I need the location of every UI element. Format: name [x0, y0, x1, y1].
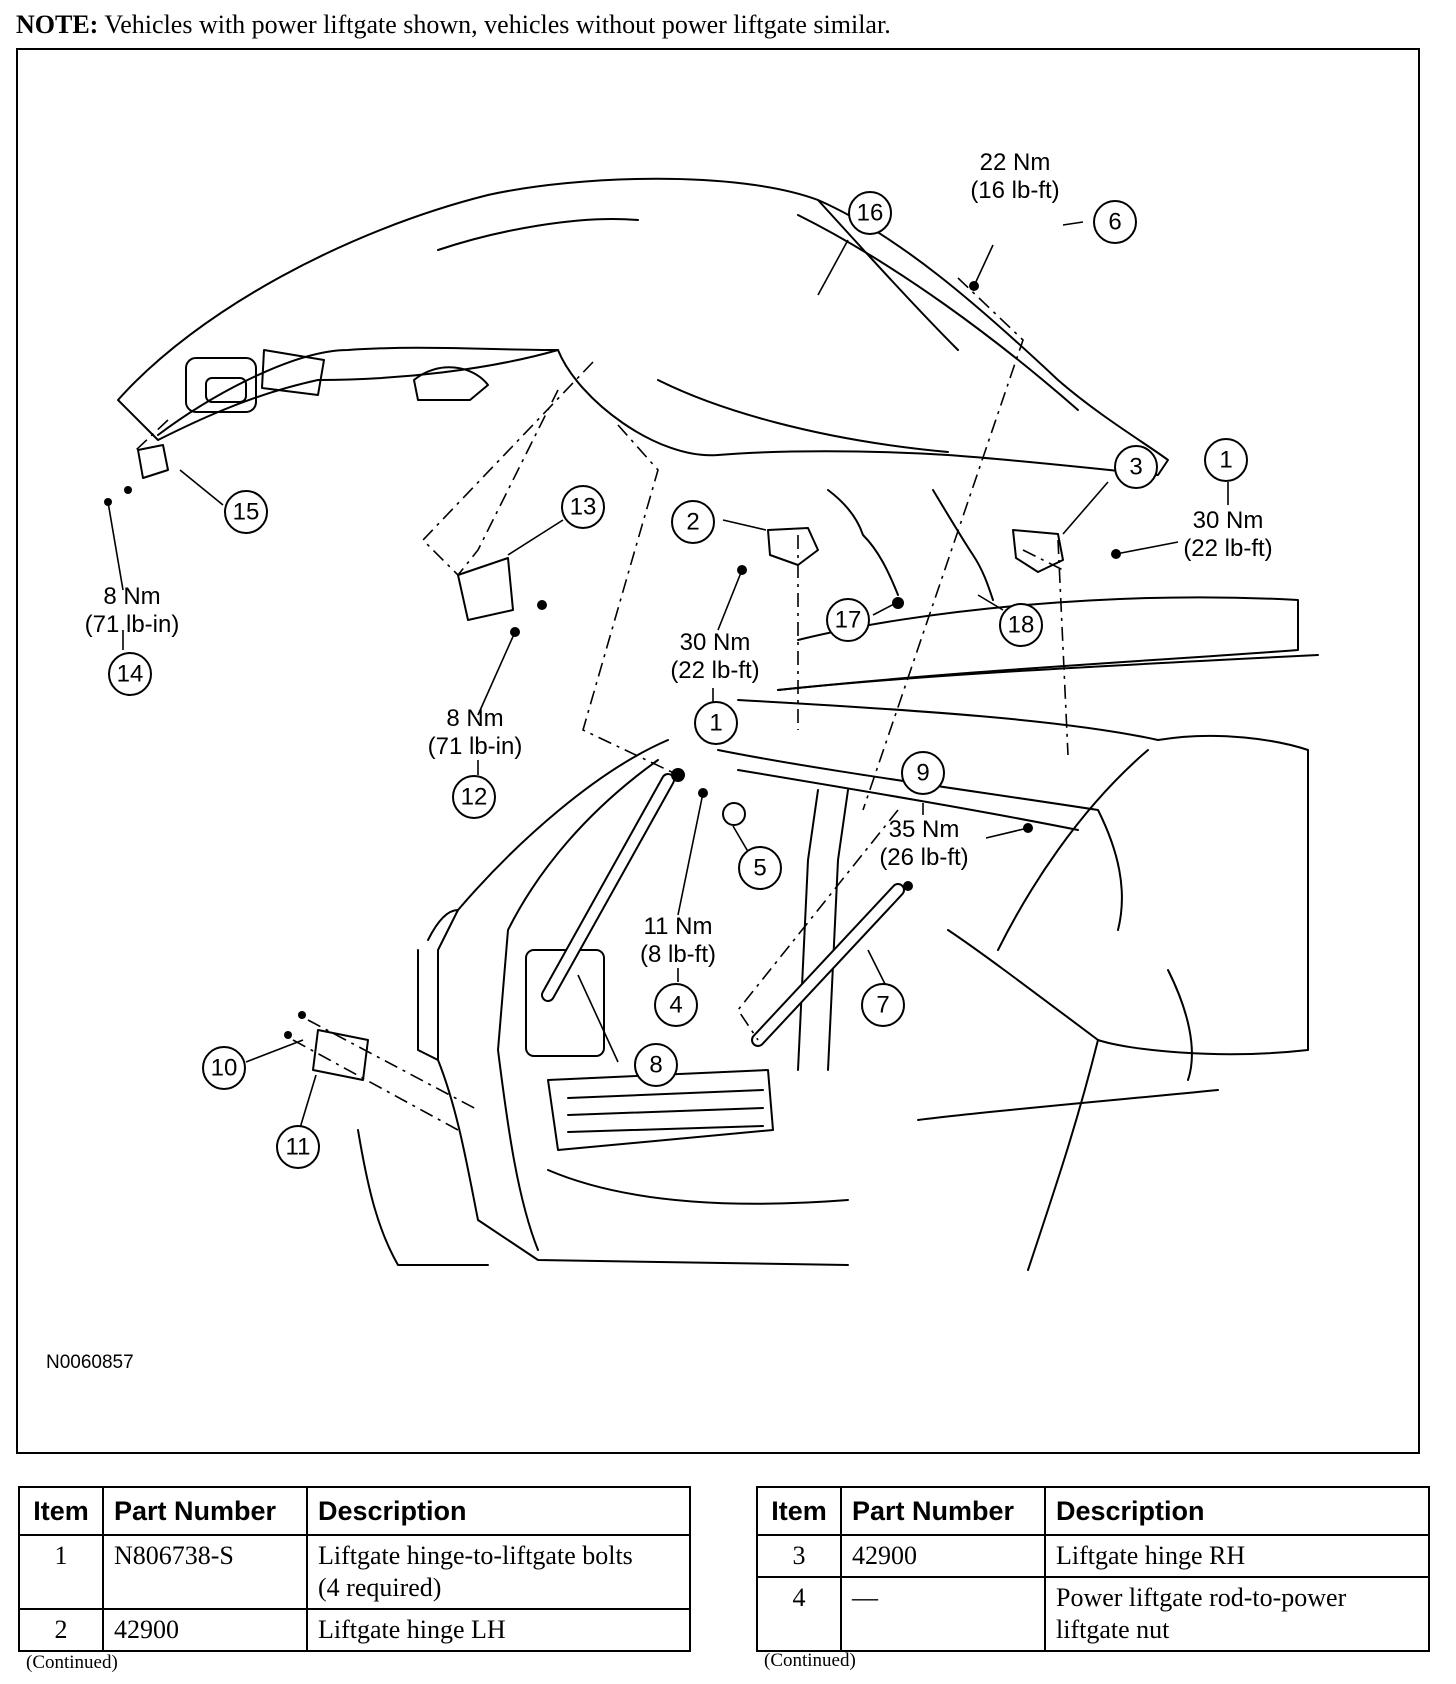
callout-5 [738, 846, 782, 890]
callout-4 [654, 983, 698, 1027]
table-row: 4 — Power liftgate rod-to-power liftgate … [756, 1576, 1430, 1652]
table-row: 3 42900 Liftgate hinge RH [756, 1534, 1430, 1578]
callout-10 [202, 1046, 246, 1090]
callout-9-label: 9 [916, 760, 929, 787]
parts-table-right: Item Part Number Description 3 42900 Lif… [756, 1486, 1430, 1652]
exploded-view-figure: 1 1 2 3 4 5 6 7 8 9 10 11 12 13 14 15 16… [16, 48, 1420, 1454]
callout-16-label: 16 [857, 200, 884, 227]
desc-line: liftgate nut [1056, 1615, 1170, 1644]
callout-1-center-label: 1 [709, 710, 722, 737]
note-line: NOTE: Vehicles with power liftgate shown… [16, 10, 891, 40]
liftgate-panel [117, 177, 1169, 476]
torque-9-nm: 35 Nm [889, 816, 960, 843]
callout-18 [999, 603, 1043, 647]
cell-description: Power liftgate rod-to-power liftgate nut [1044, 1576, 1430, 1652]
figure-id: N0060857 [46, 1352, 134, 1373]
callout-9 [901, 751, 945, 795]
note-label: NOTE: [16, 10, 99, 39]
callout-12 [452, 775, 496, 819]
callout-11-label: 11 [286, 1134, 311, 1161]
callout-4-label: 4 [669, 992, 682, 1019]
cell-description: Liftgate hinge-to-liftgate bolts (4 requi… [306, 1534, 691, 1610]
continued-right: (Continued) [764, 1650, 856, 1671]
liftgate-illustration: 1 1 2 3 4 5 6 7 8 9 10 11 12 13 14 15 16… [46, 149, 1319, 1373]
cell-part-number: 42900 [840, 1534, 1046, 1578]
callout-12-label: 12 [461, 784, 488, 811]
hinge-rh [1012, 529, 1064, 573]
note-text: Vehicles with power liftgate shown, vehi… [98, 10, 891, 39]
callout-14 [108, 652, 152, 696]
torque-4-nm: 11 Nm [644, 913, 713, 940]
continued-left: (Continued) [26, 1652, 118, 1673]
cell-item: 4 [756, 1576, 842, 1652]
desc-line: (4 required) [318, 1573, 442, 1602]
callout-8-label: 8 [649, 1052, 662, 1079]
callout-15 [224, 490, 268, 534]
header-part-number: Part Number [840, 1486, 1046, 1536]
callout-15-label: 15 [233, 499, 260, 526]
cell-part-number: — [840, 1576, 1046, 1652]
desc-line: Power liftgate rod-to-power [1056, 1583, 1347, 1612]
cell-item: 3 [756, 1534, 842, 1578]
callout-6 [1093, 200, 1137, 244]
callout-1-center [694, 701, 738, 745]
torque-6-lbft: (16 lb-ft) [970, 177, 1059, 204]
callout-6-label: 6 [1108, 209, 1121, 236]
torque-1-center-lbft: (22 lb-ft) [670, 657, 759, 684]
vehicle-body-side [947, 734, 1309, 1056]
cell-part-number: N806738-S [102, 1534, 308, 1610]
torque-14-lbin: (71 lb-in) [85, 611, 180, 638]
cell-item: 2 [18, 1608, 104, 1652]
callout-11 [276, 1125, 320, 1169]
callout-7 [861, 983, 905, 1027]
desc-line: Liftgate hinge RH [1056, 1541, 1246, 1570]
callout-13-label: 13 [570, 494, 597, 521]
cell-item: 1 [18, 1534, 104, 1610]
header-item: Item [756, 1486, 842, 1536]
desc-line: Liftgate hinge LH [318, 1615, 506, 1644]
desc-line: Liftgate hinge-to-liftgate bolts [318, 1541, 633, 1570]
torque-4-lbft: (8 lb-ft) [640, 941, 716, 968]
torque-14-nm: 8 Nm [103, 583, 160, 610]
callout-1-right [1204, 438, 1248, 482]
callout-3-label: 3 [1129, 454, 1142, 481]
callout-13 [561, 485, 605, 529]
cell-description: Liftgate hinge LH [306, 1608, 691, 1652]
torque-12-nm: 8 Nm [446, 705, 503, 732]
cell-part-number: 42900 [102, 1608, 308, 1652]
callout-16 [848, 191, 892, 235]
callout-2-label: 2 [686, 509, 699, 536]
hinge-lh [767, 527, 819, 566]
callout-7-label: 7 [876, 992, 889, 1019]
torque-1-right-lbft: (22 lb-ft) [1183, 535, 1272, 562]
torque-6-nm: 22 Nm [980, 149, 1051, 176]
callout-18-label: 18 [1008, 612, 1035, 639]
parts-table-left: Item Part Number Description 1 N806738-S… [18, 1486, 691, 1652]
header-description: Description [306, 1486, 691, 1536]
table-row: 1 N806738-S Liftgate hinge-to-liftgate b… [18, 1534, 691, 1610]
table-row: 2 42900 Liftgate hinge LH [18, 1608, 691, 1652]
wiring-harness-17 [827, 489, 899, 596]
callout-3 [1114, 445, 1158, 489]
torque-1-center-nm: 30 Nm [680, 629, 751, 656]
callout-5-label: 5 [753, 855, 766, 882]
header-description: Description [1044, 1486, 1430, 1536]
torque-1-right-nm: 30 Nm [1193, 507, 1264, 534]
header-part-number: Part Number [102, 1486, 308, 1536]
callout-17-label: 17 [835, 607, 862, 634]
callout-17 [826, 598, 870, 642]
callout-8 [634, 1043, 678, 1087]
callout-1-right-label: 1 [1219, 447, 1232, 474]
vehicle-roof [777, 596, 1299, 691]
callout-2 [671, 500, 715, 544]
torque-12-lbin: (71 lb-in) [428, 733, 523, 760]
cell-description: Liftgate hinge RH [1044, 1534, 1430, 1578]
wiring-harness-18 [932, 489, 994, 601]
torque-9-lbft: (26 lb-ft) [879, 844, 968, 871]
callout-14-label: 14 [117, 661, 144, 688]
header-item: Item [18, 1486, 104, 1536]
bracket-striker [312, 1029, 369, 1081]
callout-10-label: 10 [211, 1055, 238, 1082]
